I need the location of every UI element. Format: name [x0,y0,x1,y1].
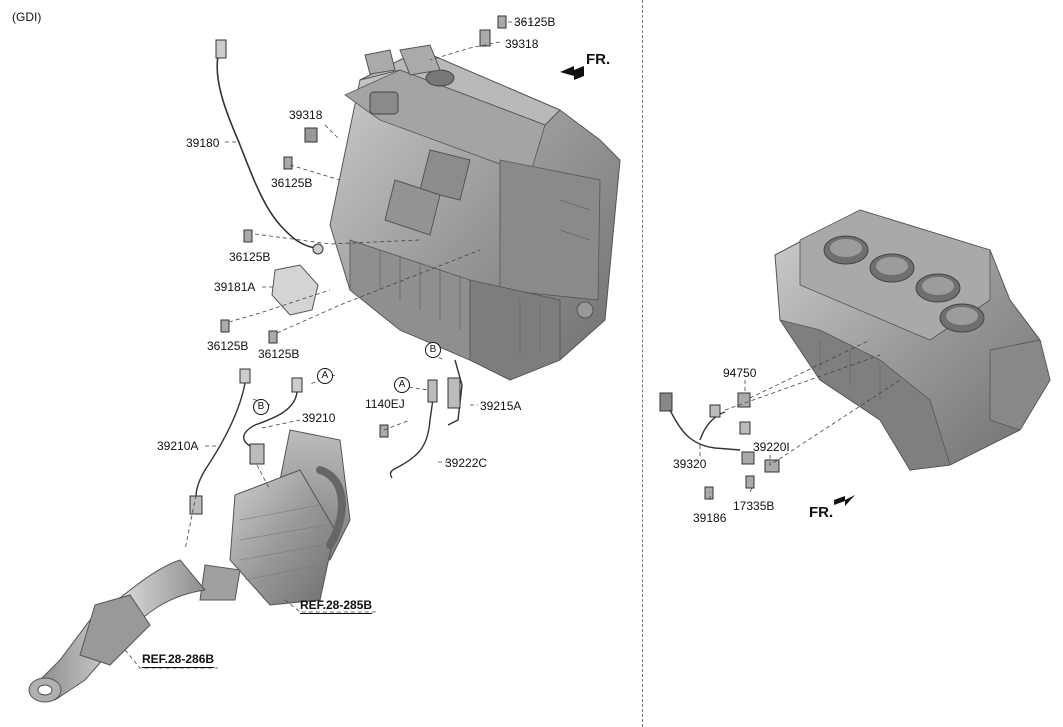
callout-b-engine: B [425,342,441,358]
part-number-39320[interactable]: 39320 [673,457,707,471]
part-number-39215a[interactable]: 39215A [480,399,522,413]
part-number-39318-mid[interactable]: 39318 [289,108,323,122]
sensor-39180-harness [215,39,324,255]
knock-sensor-39215a [389,359,463,479]
cylinder-block [774,209,1051,471]
part-number-17335b[interactable]: 17335B [733,499,775,513]
part-number-39210[interactable]: 39210 [302,411,336,425]
engine-type-label: (GDI) [12,10,42,24]
section-divider [642,0,643,727]
part-number-39210a[interactable]: 39210A [157,439,199,453]
oxygen-sensor-39210a [189,368,251,515]
oxygen-sensor-39210 [243,377,303,465]
reference-28-286b[interactable]: REF.28-286B [142,652,215,668]
front-direction-label-right: FR. [809,504,834,521]
front-arrow-left-icon [560,66,584,80]
sensor-39318-mid-icon [283,127,318,170]
part-number-36125b-mid[interactable]: 36125B [271,176,313,190]
reference-28-285b[interactable]: REF.28-285B [300,598,373,614]
part-number-39186[interactable]: 39186 [693,511,727,525]
part-number-36125b-left[interactable]: 36125B [229,250,271,264]
front-direction-label-left: FR. [586,51,611,68]
part-number-39180[interactable]: 39180 [186,136,220,150]
sensor-39318-top-icon [479,15,507,47]
bolt-icons [220,229,389,438]
front-arrow-right-icon [834,495,855,506]
engine-assembly [329,44,621,381]
part-number-39222c[interactable]: 39222C [445,456,488,470]
part-number-36125b-top[interactable]: 36125B [514,15,556,29]
exhaust-manifold-icon [28,429,351,703]
part-number-39318-top[interactable]: 39318 [505,37,539,51]
bolt-icons-right [704,475,755,500]
crank-sensor-39320 [659,392,751,451]
leader-lines-right [699,339,901,500]
part-number-94750[interactable]: 94750 [723,366,757,380]
callout-a-engine: A [394,377,410,393]
callout-a-sensor: A [317,368,333,384]
part-number-39181a[interactable]: 39181A [214,280,256,294]
callout-b-sensor: B [253,399,269,415]
sensor-39220i-icon [741,451,780,473]
part-number-1140ej[interactable]: 1140EJ [365,397,405,411]
bracket-39181a-icon [271,264,319,316]
part-number-36125b-bottom-left[interactable]: 36125B [207,339,249,353]
leader-lines [124,21,540,669]
part-number-39220i[interactable]: 39220I [753,440,790,454]
part-number-36125b-bottom-right[interactable]: 36125B [258,347,300,361]
oil-pressure-sensor-94750 [737,392,751,408]
